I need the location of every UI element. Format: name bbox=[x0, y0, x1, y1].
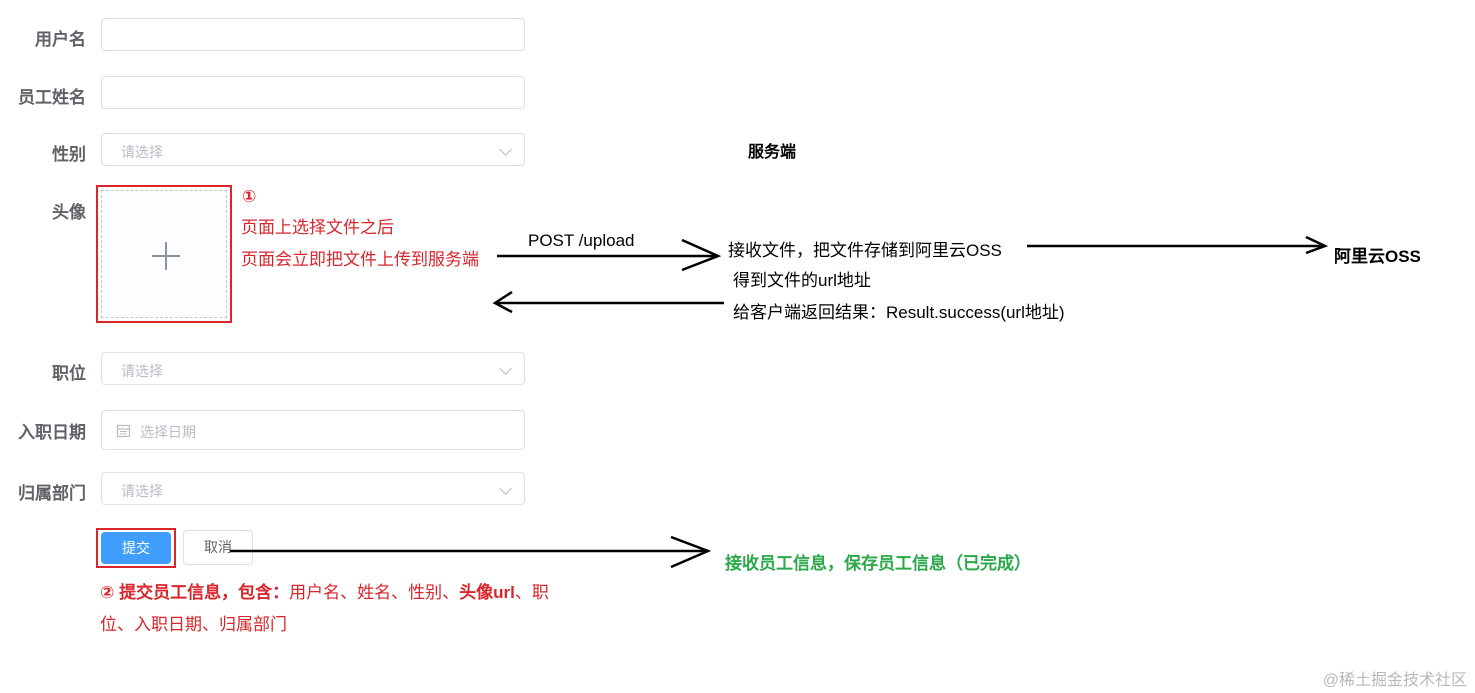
server-step-store: 接收文件，把文件存储到阿里云OSS bbox=[728, 241, 1002, 260]
name-label: 员工姓名 bbox=[18, 88, 86, 107]
step2-bold: ② 提交员工信息，包含： bbox=[100, 583, 290, 602]
entry-date-label: 入职日期 bbox=[18, 423, 86, 442]
oss-label: 阿里云OSS bbox=[1334, 247, 1421, 266]
step1-text-line2: 页面会立即把文件上传到服务端 bbox=[241, 250, 479, 269]
plus-icon bbox=[152, 242, 180, 270]
position-placeholder: 请选择 bbox=[121, 363, 163, 379]
name-input[interactable] bbox=[101, 76, 525, 109]
avatar-uploader[interactable] bbox=[101, 190, 227, 318]
step2-text-line2: 位、入职日期、归属部门 bbox=[100, 615, 287, 634]
save-result-text: 接收员工信息，保存员工信息（已完成） bbox=[725, 554, 1031, 573]
entry-date-placeholder: 选择日期 bbox=[140, 424, 196, 440]
gender-placeholder: 请选择 bbox=[121, 144, 163, 160]
username-input[interactable] bbox=[101, 18, 525, 51]
step2-fields: 用户名、姓名、性别、 bbox=[289, 583, 460, 602]
server-step-return: 给客户端返回结果：Result.success(url地址) bbox=[733, 303, 1065, 322]
submit-button[interactable]: 提交 bbox=[101, 532, 171, 564]
dept-label: 归属部门 bbox=[18, 484, 86, 503]
server-title: 服务端 bbox=[748, 144, 797, 161]
position-label: 职位 bbox=[52, 364, 86, 383]
server-step-url: 得到文件的url地址 bbox=[733, 271, 871, 290]
calendar-icon bbox=[116, 424, 131, 438]
step2-text-line1: ② 提交员工信息，包含：用户名、姓名、性别、头像url、职 bbox=[100, 578, 549, 603]
avatar-highlight-box bbox=[96, 185, 232, 323]
dept-select[interactable]: 请选择 bbox=[101, 472, 525, 505]
step2-avatar-url: 头像url bbox=[459, 583, 515, 602]
step1-marker: ① bbox=[242, 187, 257, 206]
gender-select[interactable]: 请选择 bbox=[101, 133, 525, 166]
step1-text-line1: 页面上选择文件之后 bbox=[241, 218, 394, 237]
dept-placeholder: 请选择 bbox=[121, 483, 163, 499]
username-label: 用户名 bbox=[35, 30, 86, 49]
entry-date-picker[interactable]: 选择日期 bbox=[101, 410, 525, 450]
watermark: @稀土掘金技术社区 bbox=[1322, 672, 1467, 689]
step2-fields-tail: 、职 bbox=[514, 583, 549, 602]
avatar-label: 头像 bbox=[52, 203, 86, 222]
submit-highlight-box bbox=[96, 528, 176, 568]
gender-label: 性别 bbox=[52, 145, 86, 164]
request-label: POST /upload bbox=[528, 231, 635, 250]
position-select[interactable]: 请选择 bbox=[101, 352, 525, 385]
cancel-button[interactable]: 取消 bbox=[183, 530, 253, 565]
